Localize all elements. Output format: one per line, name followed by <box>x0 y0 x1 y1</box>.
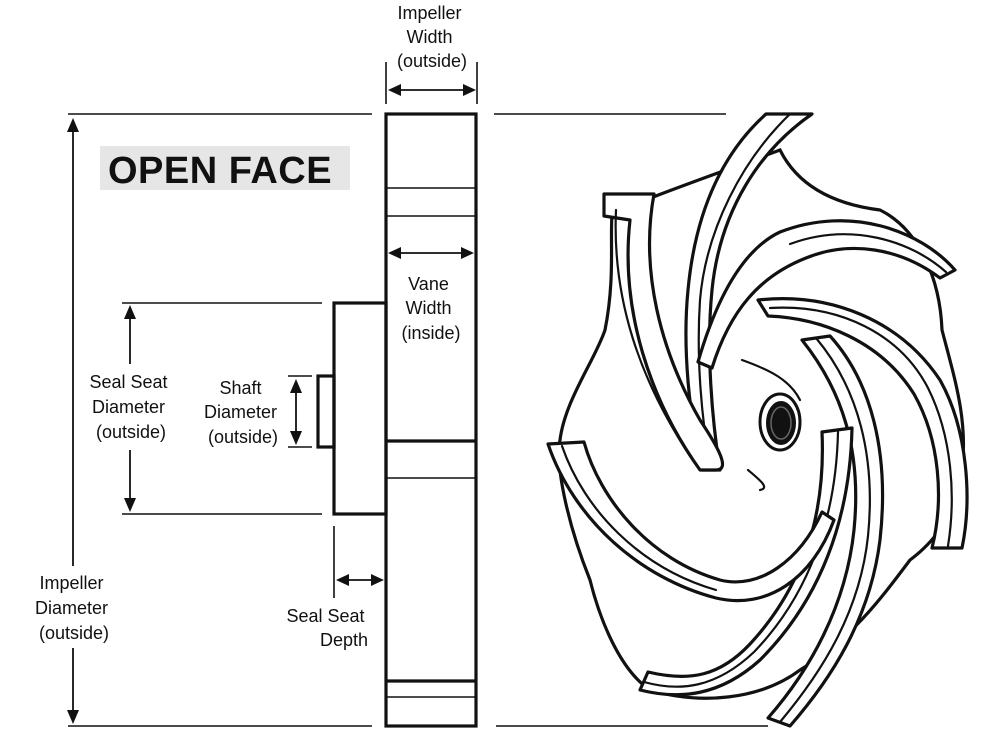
hub-curve <box>746 468 766 492</box>
arrowhead <box>336 574 349 586</box>
impeller-diameter-label: Impeller Diameter (outside) <box>35 573 113 643</box>
vane-5-edge <box>642 430 840 688</box>
arrowhead <box>290 431 302 445</box>
vane-4 <box>766 334 885 728</box>
vane-6 <box>546 440 836 603</box>
impeller-width-label: Impeller Width (outside) <box>397 3 467 71</box>
vane-4-edge <box>778 336 871 724</box>
arrowhead <box>290 379 302 393</box>
arrowhead <box>463 84 476 96</box>
arrowhead <box>388 84 401 96</box>
dimension-labels: Impeller Width (outside) Vane Width (ins… <box>35 3 467 650</box>
title-block: OPEN FACE <box>100 146 350 192</box>
vane-7-edge <box>614 208 692 458</box>
arrowhead <box>388 247 401 259</box>
vane-7 <box>602 192 725 472</box>
vane-3 <box>756 297 969 550</box>
impeller-side-profile <box>316 112 478 728</box>
vane-3-edge <box>768 306 953 548</box>
extension-lines <box>68 62 768 727</box>
vane-2 <box>696 219 957 370</box>
vane-width-label: Vane Width (inside) <box>401 274 460 343</box>
hub-bore-thread <box>770 406 792 440</box>
shaft-diameter-label: Shaft Diameter (outside) <box>204 378 282 447</box>
vane-1-edge <box>697 112 792 468</box>
impeller-back-disc <box>557 147 966 700</box>
page-title: OPEN FACE <box>108 150 332 192</box>
arrowhead <box>67 710 79 724</box>
impeller-disc <box>384 112 478 728</box>
arrowhead <box>461 247 474 259</box>
impeller-front-view <box>546 112 969 728</box>
seal-seat-depth-label: Seal Seat Depth <box>286 606 369 650</box>
arrowhead <box>67 118 79 132</box>
dimension-arrows <box>67 84 476 724</box>
shaft-stub <box>316 374 336 449</box>
vane-2-edge <box>788 233 948 274</box>
seal-seat-diameter-label: Seal Seat Diameter (outside) <box>89 372 172 442</box>
seal-seat-hub <box>332 301 388 516</box>
title-background <box>100 146 350 190</box>
vane-6-edge <box>560 444 718 592</box>
arrowhead <box>371 574 384 586</box>
arrowhead <box>124 305 136 319</box>
hub-curve <box>740 358 802 402</box>
arrowhead <box>124 498 136 512</box>
